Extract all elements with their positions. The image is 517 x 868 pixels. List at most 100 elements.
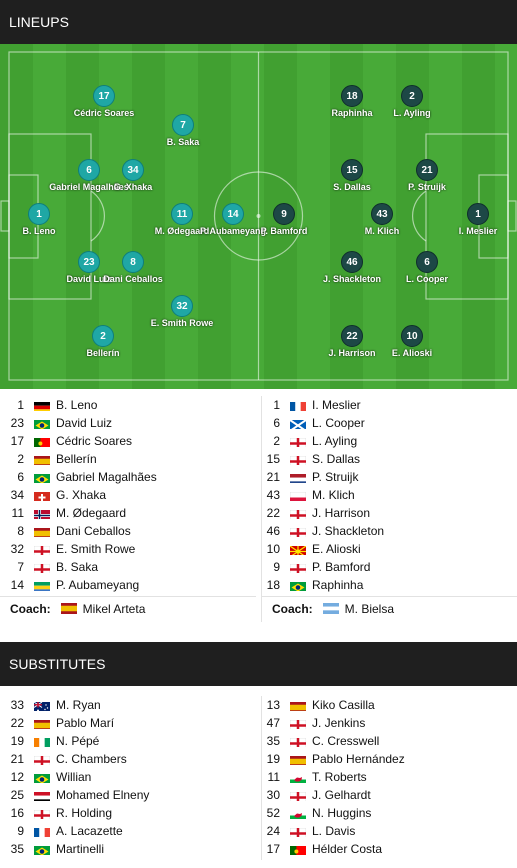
player-name[interactable]: G. Xhaka: [56, 488, 107, 502]
player-name[interactable]: M. Ryan: [56, 698, 101, 712]
player-name[interactable]: M. Klich: [312, 488, 355, 502]
player-name[interactable]: Raphinha: [312, 578, 364, 592]
player-name[interactable]: L. Ayling: [312, 434, 358, 448]
player-name[interactable]: N. Pépé: [56, 734, 100, 748]
away-coach-name[interactable]: M. Bielsa: [344, 601, 395, 616]
player-name[interactable]: C. Cresswell: [312, 734, 380, 748]
player-name[interactable]: B. Leno: [56, 398, 98, 412]
player-name[interactable]: Gabriel Magalhães: [56, 470, 157, 484]
player-name[interactable]: Kiko Casilla: [312, 698, 375, 712]
player-name[interactable]: P. Bamford: [312, 560, 371, 574]
player-name[interactable]: Hélder Costa: [312, 842, 383, 856]
player-name[interactable]: Cédric Soares: [56, 434, 133, 448]
player-name[interactable]: J. Shackleton: [312, 524, 385, 538]
player-name[interactable]: Pablo Hernández: [312, 752, 405, 766]
player-name[interactable]: L. Davis: [312, 824, 356, 838]
player-name[interactable]: P. Aubameyang: [56, 578, 140, 592]
player-name[interactable]: David Luiz: [56, 416, 113, 430]
player-name[interactable]: B. Saka: [56, 560, 99, 574]
player-name[interactable]: Bellerín: [56, 452, 97, 466]
player-name[interactable]: L. Cooper: [312, 416, 365, 430]
player-name[interactable]: E. Smith Rowe: [56, 542, 136, 556]
player-name[interactable]: S. Dallas: [312, 452, 361, 466]
player-name[interactable]: C. Chambers: [56, 752, 127, 766]
player-name[interactable]: M. Ødegaard: [56, 506, 127, 520]
player-name[interactable]: A. Lacazette: [56, 824, 123, 838]
player-name[interactable]: I. Meslier: [312, 398, 361, 412]
player-name[interactable]: J. Jenkins: [312, 716, 366, 730]
player-name[interactable]: N. Huggins: [312, 806, 372, 820]
player-name[interactable]: Dani Ceballos: [56, 524, 131, 538]
player-name[interactable]: P. Struijk: [312, 470, 359, 484]
player-name[interactable]: E. Alioski: [312, 542, 361, 556]
player-name[interactable]: Willian: [56, 770, 92, 784]
player-name[interactable]: J. Harrison: [312, 506, 371, 520]
player-name[interactable]: Martinelli: [56, 842, 105, 856]
player-name[interactable]: R. Holding: [56, 806, 113, 820]
player-name[interactable]: Pablo Marí: [56, 716, 115, 730]
player-name[interactable]: J. Gelhardt: [312, 788, 371, 802]
home-coach-name[interactable]: Mikel Arteta: [82, 601, 146, 616]
player-name[interactable]: Mohamed Elneny: [56, 788, 150, 802]
